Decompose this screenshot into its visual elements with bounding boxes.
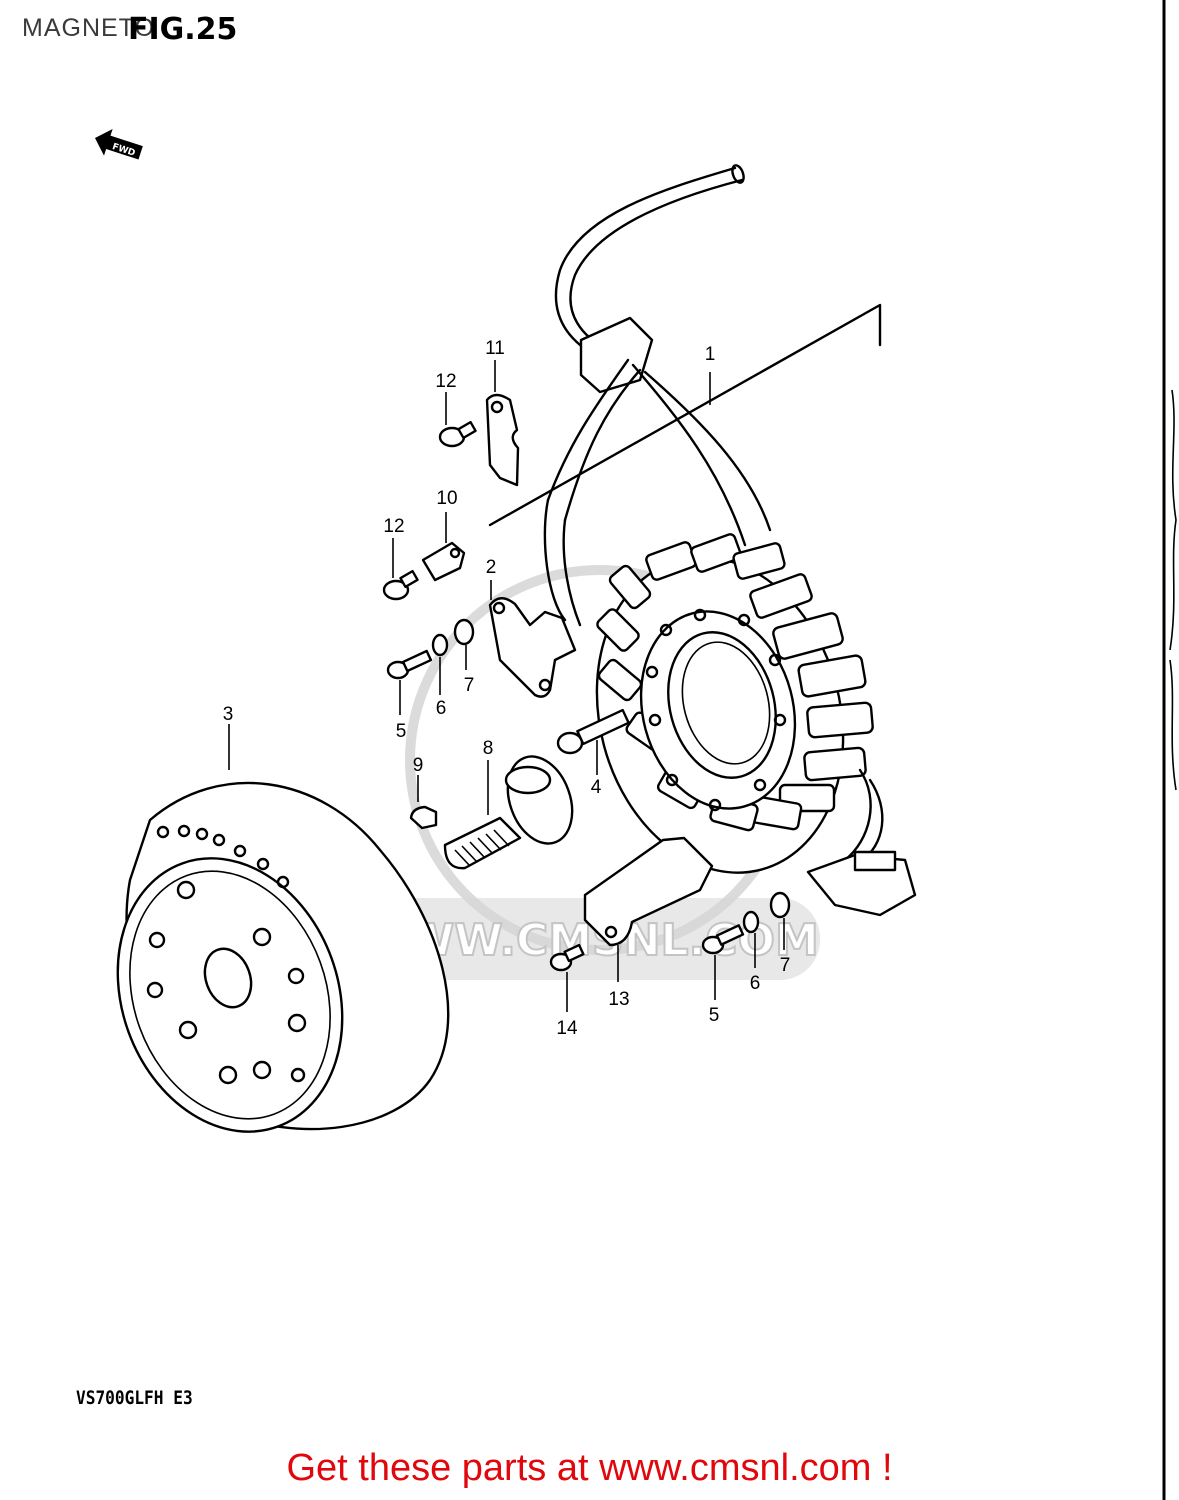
part-14-screw xyxy=(549,943,585,972)
section-title: MAGNETO xyxy=(22,14,155,42)
part-7-washer-upper xyxy=(453,618,475,646)
figure-label: FIG.25 xyxy=(128,12,238,47)
stator-coil-assembly xyxy=(488,164,917,917)
part-12-screw-upper xyxy=(438,420,477,448)
callout-8: 8 xyxy=(483,738,494,759)
callout-12a: 12 xyxy=(435,371,456,392)
callout-13: 13 xyxy=(608,989,629,1010)
callout-leader-lines xyxy=(228,360,785,1012)
scan-artifact-marks xyxy=(1169,389,1177,791)
model-code: VS700GLFH E3 xyxy=(76,1387,193,1409)
callout-10: 10 xyxy=(436,488,457,509)
part-callout-labels: 1 2 3 4 5 5 6 6 7 7 8 9 10 11 12 12 13 1… xyxy=(223,338,791,1039)
part-4-screw xyxy=(556,708,630,755)
callout-11: 11 xyxy=(485,338,505,359)
callout-7b: 7 xyxy=(780,955,791,976)
part-9-key xyxy=(409,805,438,830)
callout-6b: 6 xyxy=(750,973,761,994)
callout-9: 9 xyxy=(413,755,424,776)
part-7-washer-lower xyxy=(769,891,791,919)
promo-footer-link[interactable]: Get these parts at www.cmsnl.com ! xyxy=(286,1447,893,1489)
forward-arrow-icon: FWD xyxy=(95,129,143,160)
callout-7a: 7 xyxy=(464,675,475,696)
part-6-washer-lower xyxy=(742,910,760,934)
part-5-screw-lower xyxy=(701,924,745,955)
callout-5b: 5 xyxy=(709,1005,720,1026)
part-11-plate xyxy=(485,393,520,487)
callout-2: 2 xyxy=(486,557,497,578)
callout-3: 3 xyxy=(223,704,234,725)
callout-5a: 5 xyxy=(396,721,407,742)
part-6-washer-upper xyxy=(431,633,449,657)
part-2-bracket xyxy=(488,597,577,698)
part-10-clamp xyxy=(421,541,466,582)
part-8-bolt xyxy=(443,755,574,870)
part-12-screw-lower xyxy=(382,569,419,601)
part-5-screw-upper xyxy=(386,649,433,680)
rotor-flywheel xyxy=(116,781,450,1133)
callout-12b: 12 xyxy=(383,516,404,537)
callout-4: 4 xyxy=(591,777,602,798)
callout-14: 14 xyxy=(556,1018,578,1039)
callout-6a: 6 xyxy=(436,698,447,719)
callout-1: 1 xyxy=(705,344,716,365)
part-13-bracket xyxy=(583,836,714,947)
